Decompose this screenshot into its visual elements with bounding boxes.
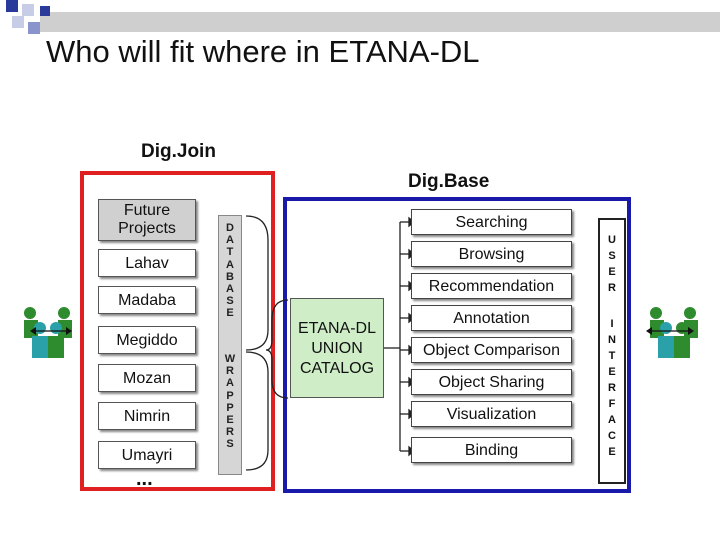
decor-square xyxy=(12,16,24,28)
service-recommendation: Recommendation xyxy=(411,273,572,299)
users-icon-right xyxy=(646,307,698,358)
decor-square xyxy=(22,4,34,16)
brace-top xyxy=(245,215,269,351)
service-searching: Searching xyxy=(411,209,572,235)
decor-square xyxy=(28,22,40,34)
more-projects-ellipsis: ... xyxy=(136,468,153,490)
service-browsing: Browsing xyxy=(411,241,572,267)
dig-join-label: Dig.Join xyxy=(141,141,216,162)
service-annotation: Annotation xyxy=(411,305,572,331)
service-binding: Binding xyxy=(411,437,572,463)
users-icon-left xyxy=(24,307,72,358)
union-catalog: ETANA-DL UNION CATALOG xyxy=(290,298,384,398)
service-object-sharing: Object Sharing xyxy=(411,369,572,395)
dig-base-label: Dig.Base xyxy=(408,171,490,192)
service-object-comparison: Object Comparison xyxy=(411,337,572,363)
project-lahav: Lahav xyxy=(98,249,196,277)
project-madaba: Madaba xyxy=(98,286,196,314)
catalog-brace xyxy=(265,299,289,399)
brace-bottom xyxy=(245,351,269,471)
decor-square xyxy=(6,0,18,12)
dig-base-region xyxy=(283,197,631,493)
project-megiddo: Megiddo xyxy=(98,326,196,354)
project-umayri: Umayri xyxy=(98,441,196,469)
slide-title: Who will fit where in ETANA-DL xyxy=(46,34,480,69)
decor-square xyxy=(40,6,50,16)
project-mozan: Mozan xyxy=(98,364,196,392)
dig-join-region xyxy=(80,171,275,491)
project-future: Future Projects xyxy=(98,199,196,241)
project-nimrin: Nimrin xyxy=(98,402,196,430)
service-visualization: Visualization xyxy=(411,401,572,427)
title-bar-decoration xyxy=(40,12,720,32)
